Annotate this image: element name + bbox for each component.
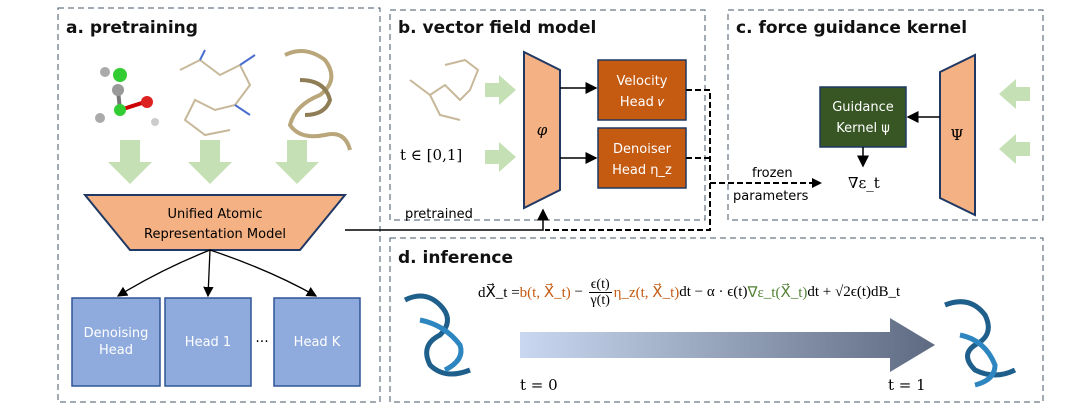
frozen-heads-dashed-line: [545, 89, 818, 231]
panel-a-border: [57, 7, 381, 403]
velocity-head-label-1: Velocity: [617, 74, 668, 89]
denoising-head-box: [71, 297, 161, 387]
structure-input-arrow: [485, 75, 516, 105]
peptide-input-icon: [409, 58, 480, 121]
denoiser-head-label-2: Head η_z: [612, 163, 672, 178]
denoiser-head-box: [597, 127, 687, 189]
vector-field-backbone: [523, 50, 561, 210]
time-input-arrow: [485, 142, 516, 172]
equation-dt1: dt − α · ϵ(t): [679, 284, 748, 300]
pretrained-label: pretrained: [405, 207, 473, 222]
backbone-phi-label: φ: [537, 121, 548, 139]
head-branch-lines: [116, 249, 318, 298]
ellipsis: ···: [255, 334, 268, 350]
guidance-backbone: [939, 53, 976, 217]
head-1-box: [164, 297, 252, 387]
equation-drift: b(t, X⃗_t): [519, 285, 571, 301]
small-molecule-icon: [95, 67, 159, 126]
inference-time-arrow: [520, 318, 935, 372]
equation-dt2: dt +: [807, 284, 836, 300]
initial-protein-icon: [403, 293, 471, 377]
guidance-kernel-label-2: Kernel ψ: [836, 121, 890, 136]
equation-frac-den: γ(t): [590, 293, 610, 308]
backbone-psi-label: Ψ: [950, 126, 963, 144]
model-label-line2: Representation Model: [144, 227, 286, 242]
t-start-label: t = 0: [520, 376, 558, 394]
head-k-box: [273, 297, 361, 387]
velocity-head-label-2: Head 𝑣: [620, 95, 665, 110]
equation-fraction: ϵ(t) γ(t): [588, 277, 612, 308]
equation-dB: dB_t: [871, 284, 901, 300]
panel-c-title: c. force guidance kernel: [736, 18, 967, 38]
equation-noise: √2ϵ(t): [835, 284, 871, 300]
panel-d-border: [389, 237, 1044, 403]
denoising-head-label: Denoising Head: [83, 326, 149, 358]
unified-atomic-model: [82, 194, 348, 251]
guidance-input-arrow-2: [999, 134, 1030, 164]
head-1-label: Head 1: [184, 334, 232, 350]
pretraining-input-arrows: [108, 140, 319, 184]
frozen-arrowhead: [812, 178, 822, 188]
time-input-label: t ∈ [0,1]: [400, 146, 462, 164]
velocity-head-box: [597, 59, 687, 121]
equation-guide: ∇ε_t(X⃗_t): [747, 285, 808, 301]
panel-a-title: a. pretraining: [66, 18, 198, 38]
equation-lhs: dX⃗_t =: [478, 285, 520, 301]
protein-structure-icon: [284, 49, 352, 151]
panel-c-border: [727, 9, 1044, 221]
equation-frac-num: ϵ(t): [588, 277, 612, 293]
t-end-label: t = 1: [888, 376, 926, 394]
panel-b-title: b. vector field model: [398, 18, 596, 38]
parameters-label: parameters: [733, 189, 809, 204]
head-k-label: Head K: [293, 334, 341, 350]
frozen-label: frozen: [752, 166, 793, 181]
denoiser-head-label-1: Denoiser: [613, 142, 672, 157]
peptide-molecule-icon: [179, 49, 256, 137]
panel-d-title: d. inference: [398, 248, 513, 268]
guidance-kernel-label-1: Guidance: [832, 100, 894, 115]
guidance-input-arrow-1: [999, 79, 1030, 109]
sde-equation: dX⃗_t = b(t, X⃗_t) − ϵ(t) γ(t) η_z(t, X⃗…: [478, 277, 900, 308]
guidance-kernel-box: [819, 86, 907, 148]
pretrained-weights-line: [345, 208, 549, 231]
gradient-output-label: ∇ε_t: [848, 174, 880, 192]
equation-denoise: η_z(t, X⃗_t): [613, 285, 680, 301]
final-protein-icon: [944, 299, 1017, 388]
model-label-line1: Unified Atomic: [167, 207, 262, 222]
equation-minus: −: [570, 284, 587, 300]
